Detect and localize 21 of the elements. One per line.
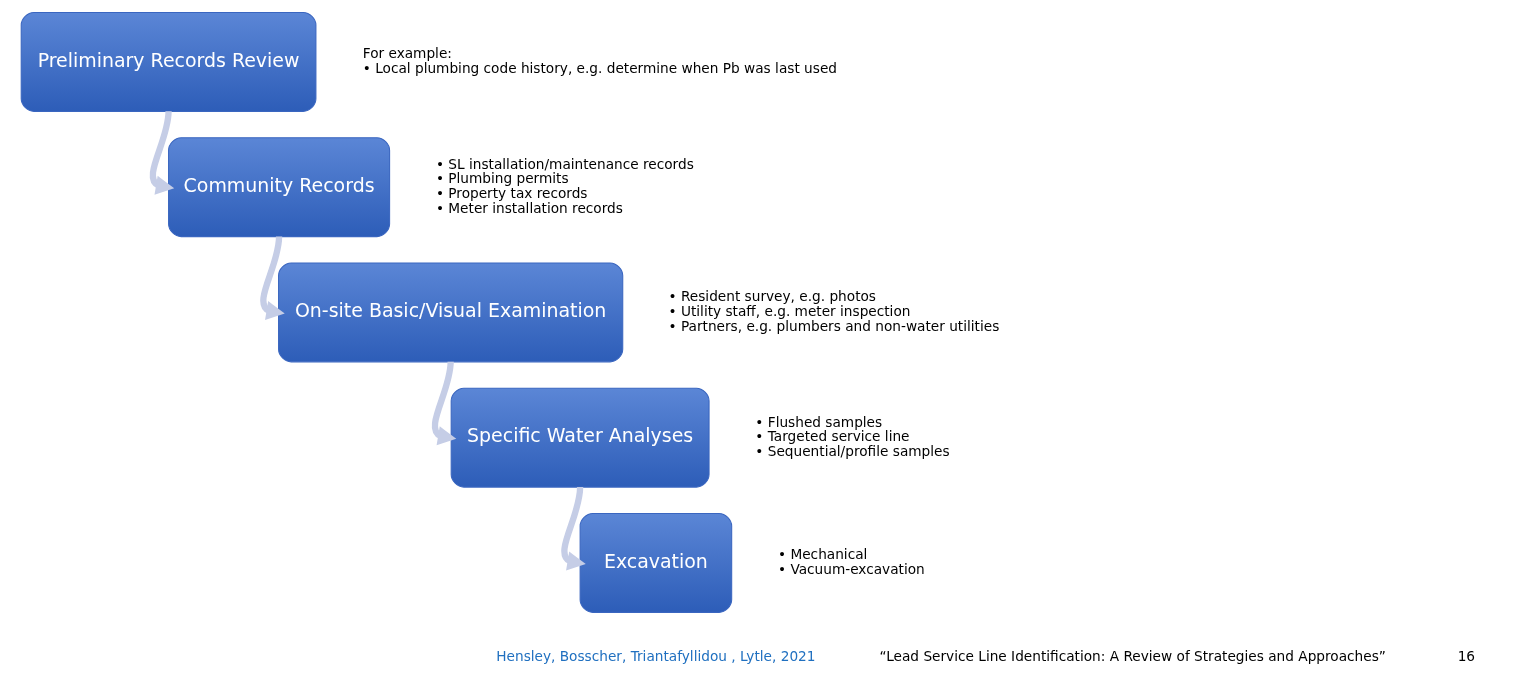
- node-label: • Mechanical: [778, 546, 868, 563]
- label: “Lead Service Line Identification: A Review of Strategies and Approaches”: [879, 648, 1386, 665]
- node-box: Preliminary Records Review: [20, 11, 317, 112]
- node-label: • Targeted service line: [755, 428, 910, 445]
- node-box: Community Records: [168, 137, 391, 238]
- node-label: For example:: [362, 45, 452, 62]
- node-label: • Property tax records: [435, 185, 588, 202]
- node-label: • SL installation/maintenance records: [435, 155, 694, 172]
- node-label: • Vacuum-excavation: [778, 560, 925, 577]
- label: 16: [1457, 648, 1476, 665]
- node-box: Excavation: [579, 512, 733, 613]
- arrow: [260, 236, 285, 321]
- node-box: On-site Basic/Visual Examination: [278, 262, 624, 363]
- node-label: • Plumbing permits: [435, 170, 569, 187]
- node-label: • Flushed samples: [755, 413, 883, 430]
- arrow: [149, 111, 175, 195]
- node-box: Specific Water Analyses: [450, 387, 710, 488]
- label: Hensley, Bosscher, Triantafyllidou , Lytle, 2021: [496, 648, 816, 665]
- node-label: • Resident survey, e.g. photos: [668, 288, 876, 305]
- arrow: [431, 361, 457, 446]
- arrow: [561, 486, 586, 571]
